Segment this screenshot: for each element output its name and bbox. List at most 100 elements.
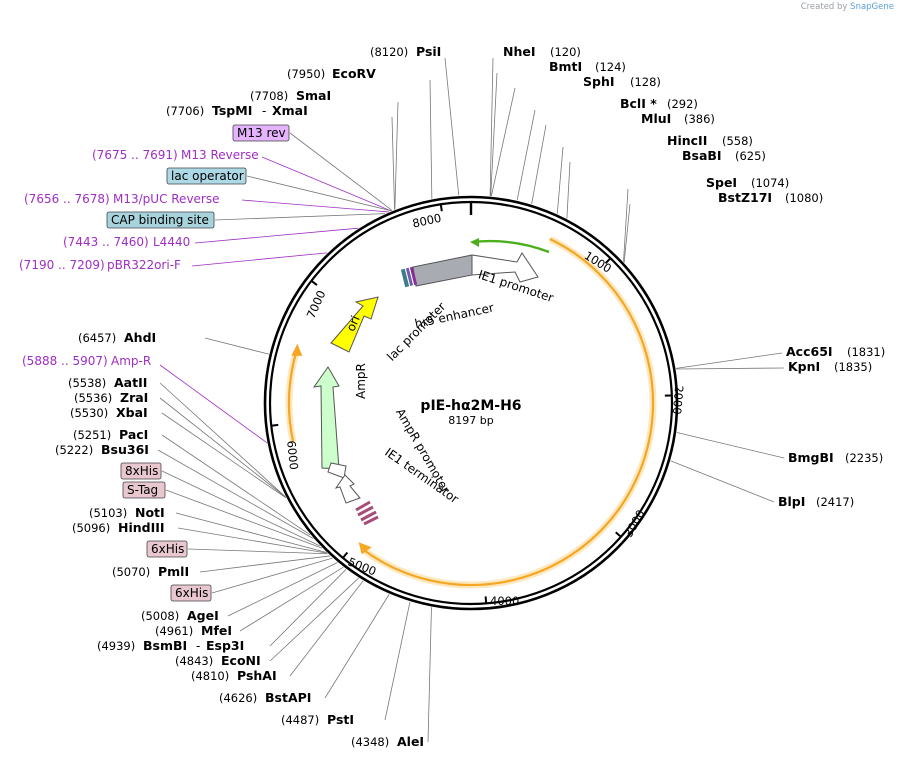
site-name-ahdi[interactable]: AhdI [124, 330, 156, 345]
features [312, 238, 550, 526]
his6b-label[interactable]: 6xHis [175, 586, 208, 600]
site-name-bmti[interactable]: BmtI [549, 59, 582, 74]
site-name-bsmbi[interactable]: BsmBI [143, 638, 187, 653]
stag-box [122, 481, 166, 499]
ie1-terminator-feature[interactable] [334, 474, 361, 504]
site-name-agei[interactable]: AgeI [187, 608, 219, 623]
leader-box-2 [214, 213, 385, 221]
site-name-pmli[interactable]: PmlI [158, 564, 189, 579]
site-name-bsabi[interactable]: BsaBI [682, 148, 722, 163]
site-name-bcli[interactable]: BclI * [620, 96, 657, 111]
site-name-bstapi[interactable]: BstAPI [265, 690, 311, 705]
lac-operator-box [166, 167, 247, 185]
site-pos-bmti: (124) [595, 60, 626, 74]
primer-name-l4440[interactable]: L4440 [153, 235, 190, 249]
site-name-bmgbi[interactable]: BmgBI [788, 450, 834, 465]
site-name-esp3i[interactable]: Esp3I [206, 638, 244, 653]
site-name-econi[interactable]: EcoNI [221, 653, 261, 668]
leader-left-13 [239, 566, 344, 632]
his8-box [120, 462, 162, 480]
his8-label[interactable]: 8xHis [125, 464, 158, 478]
site-name-hindiii[interactable]: HindIII [118, 520, 165, 535]
leader-left-18 [384, 601, 411, 721]
leader-left-16 [289, 580, 364, 677]
leader-box-1 [246, 175, 392, 212]
his6a-label[interactable]: 6xHis [151, 542, 184, 556]
site-name-bsu36i[interactable]: Bsu36I [101, 442, 149, 457]
ampr-label: AmpR [354, 363, 368, 399]
ori-feature[interactable] [330, 296, 379, 353]
leader-right-5 [531, 124, 547, 205]
site-name-tspmi[interactable]: TspMI [212, 103, 252, 118]
site-name-bstz17i[interactable]: BstZ17I [718, 190, 772, 205]
site-name-aatii[interactable]: AatII [114, 375, 147, 390]
site-pos-kpni: (1835) [834, 360, 872, 374]
leader-left-12 [227, 562, 338, 617]
orf-arcs [285, 235, 657, 589]
site-name-blpi[interactable]: BlpI [778, 494, 805, 509]
site-name-pshai[interactable]: PshAI [237, 668, 277, 683]
primer-name-ampr[interactable]: Amp-R [111, 354, 151, 368]
site-name-xmai[interactable]: XmaI [272, 103, 308, 118]
tick-label-6000: 6000 [284, 440, 301, 471]
boxed-feature-labels: M13 rev lac operator CAP binding site 8x… [106, 124, 290, 602]
site-pos-econi: (4843) [175, 654, 213, 668]
site-name-noti[interactable]: NotI [135, 505, 165, 520]
tick-label-3000: 3000 [621, 507, 648, 539]
leader-right-1 [489, 57, 494, 196]
leader-right-13 [670, 460, 775, 503]
leader-right-2 [490, 72, 498, 196]
orf-arrow-head-small [291, 343, 303, 356]
site-pos-alei: (4348) [351, 735, 389, 749]
site-pos-pshai: (4810) [191, 669, 229, 683]
site-name-zrai[interactable]: ZraI [120, 390, 148, 405]
leader-right-6 [556, 146, 564, 214]
site-pos-acc65i: (1831) [847, 345, 885, 359]
site-name-paci[interactable]: PacI [119, 427, 148, 442]
site-name-xbai[interactable]: XbaI [116, 405, 148, 420]
site-name-smai[interactable]: SmaI [296, 88, 331, 103]
site-name-sphi[interactable]: SphI [583, 74, 615, 89]
enzyme-labels-left: (7950) EcoRV (7708) SmaI (7706) TspMI - … [55, 66, 424, 749]
primer-name-m13puc[interactable]: M13/pUC Reverse [113, 192, 220, 206]
site-pos-psti: (4487) [281, 713, 319, 727]
site-name-psti[interactable]: PstI [327, 712, 354, 727]
site-name-acc65i[interactable]: Acc65I [786, 344, 833, 359]
orf-arrow-head-large [358, 542, 372, 555]
leader-left-17 [324, 594, 390, 699]
leader-right-4 [516, 109, 536, 201]
site-name-mfei[interactable]: MfeI [201, 623, 232, 638]
ampr-feature[interactable] [312, 366, 340, 470]
primer-range-ampr: (5888 .. 5907) [22, 354, 108, 368]
tick-marks [272, 203, 671, 603]
site-name-mlui[interactable]: MluI [641, 111, 671, 126]
site-name-psii[interactable]: PsiI [416, 44, 441, 59]
site-pos-paci: (5251) [73, 428, 111, 442]
site-pos-bstapi: (4626) [219, 691, 257, 705]
site-name-kpni[interactable]: KpnI [788, 359, 820, 374]
leader-left-9 [175, 512, 327, 553]
backbone-outer [263, 195, 679, 611]
site-name-alei[interactable]: AleI [397, 734, 424, 749]
site-name-ecorv[interactable]: EcoRV [332, 66, 376, 81]
ie1-green-primer-arrow[interactable] [472, 239, 550, 254]
site-name-nhei[interactable]: NheI [503, 44, 536, 59]
leader-left-8 [157, 449, 314, 539]
hr5-enhancer-feature[interactable] [412, 254, 473, 287]
ampr-promoter-feature[interactable] [327, 462, 347, 479]
cap-site-label[interactable]: CAP binding site [111, 213, 209, 227]
lac-operator-mark [400, 268, 410, 288]
leader-right-11 [676, 367, 785, 370]
lac-operator-label[interactable]: lac operator [171, 169, 244, 183]
ie1-promoter-feature[interactable] [471, 252, 539, 283]
leader-right-3 [490, 87, 516, 197]
primer-range-m13-reverse: (7675 .. 7691) [92, 148, 178, 162]
site-name-spei[interactable]: SpeI [706, 175, 737, 190]
m13-rev-label[interactable]: M13 rev [237, 126, 286, 140]
leader-left-7 [161, 434, 311, 536]
site-name-hincii[interactable]: HincII [667, 133, 707, 148]
primer-name-m13-reverse[interactable]: M13 Reverse [181, 148, 259, 162]
primer-labels: (7675 .. 7691) M13 Reverse (7656 .. 7678… [19, 148, 259, 368]
primer-name-pbr322ori[interactable]: pBR322ori-F [107, 258, 181, 272]
stag-label[interactable]: S-Tag [127, 483, 158, 497]
